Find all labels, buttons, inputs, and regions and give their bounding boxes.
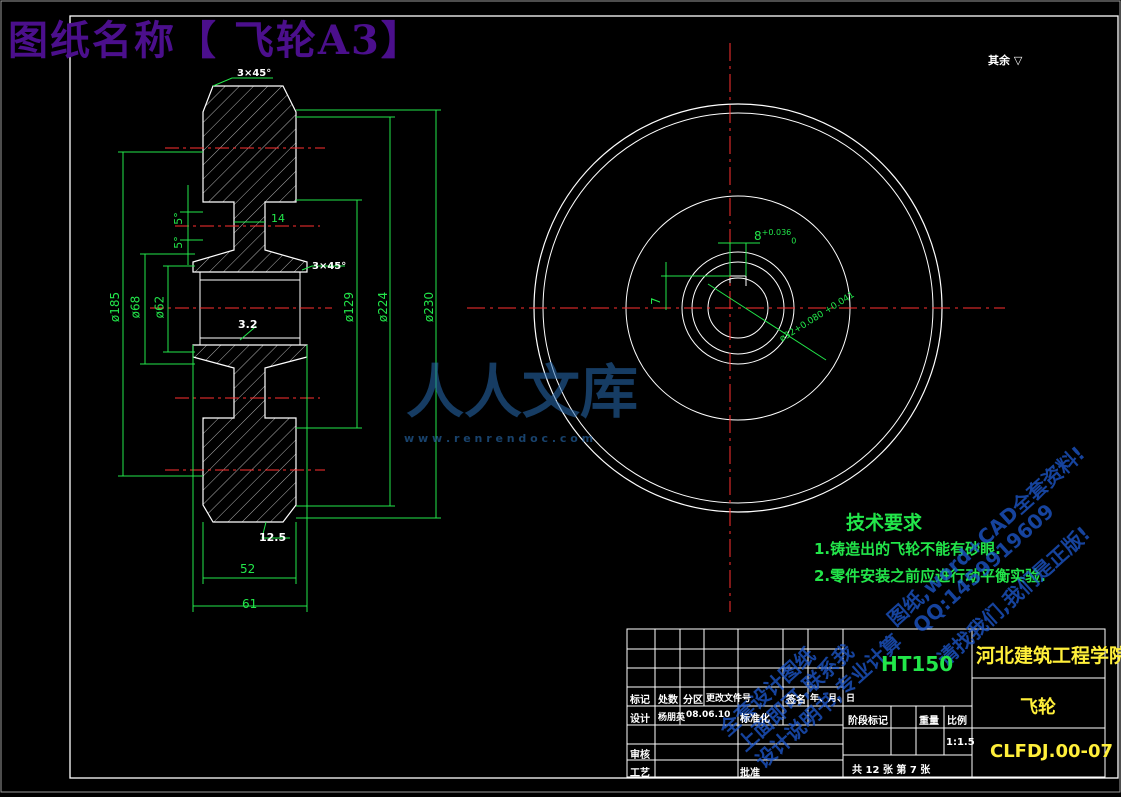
dim-keyway-8: 8+0.0360 xyxy=(754,228,797,246)
rim-top xyxy=(192,85,308,273)
roughness-note: 其余 ▽ xyxy=(988,54,1023,67)
tb-zone: 分区 xyxy=(683,695,703,706)
drawing-title: 图纸名称【 飞轮A3】 xyxy=(8,17,423,64)
dim-dia-224: ø224 xyxy=(376,291,391,323)
tb-std: 标准化 xyxy=(740,714,770,725)
dim-keyway-7: 7 xyxy=(648,297,663,305)
rim-bottom xyxy=(192,344,308,523)
rough-32: 3.2 xyxy=(238,318,258,331)
tb-drawing-no: CLFDJ.00-07 xyxy=(990,741,1114,762)
dim-chamfer-hub: 3×45° xyxy=(312,261,347,272)
tb-sheets: 共 12 张 第 7 张 xyxy=(852,765,931,776)
tb-weight-label: 重量 xyxy=(919,716,939,727)
tech-req-2: 2.零件安装之前应进行动平衡实验. xyxy=(814,567,1046,585)
watermark-brand: 人人文库 xyxy=(406,358,639,426)
dim-dia-185: ø185 xyxy=(108,291,123,323)
dim-width-61: 61 xyxy=(242,597,258,611)
title-block xyxy=(626,628,1106,778)
tb-design: 设计 xyxy=(630,714,650,725)
tb-scale-label: 比例 xyxy=(947,716,967,727)
front-view xyxy=(467,43,1005,612)
tb-material: HT150 xyxy=(881,652,954,676)
dim-dia-230: ø230 xyxy=(422,291,437,323)
tb-approve: 批准 xyxy=(740,768,760,779)
tb-review: 审核 xyxy=(630,750,650,761)
dim-width-52: 52 xyxy=(240,562,256,576)
tb-part-name: 飞轮 xyxy=(1020,697,1056,718)
dim-angle-b: 5° xyxy=(171,236,185,249)
tb-date: 年、月、日 xyxy=(810,694,856,704)
inner-border xyxy=(69,15,1119,779)
tb-sign: 签名 xyxy=(786,695,806,706)
tb-count: 处数 xyxy=(658,695,678,706)
dim-dia-68: ø68 xyxy=(128,295,143,319)
tb-designer: 杨朋英 xyxy=(658,713,686,723)
dim-groove: 14 xyxy=(271,212,285,225)
rough-125: 12.5 xyxy=(259,531,287,544)
tb-std-date: 08.06.10 xyxy=(686,710,731,720)
tech-req-heading: 技术要求 xyxy=(846,512,923,534)
dim-angle-a: 5° xyxy=(171,212,185,225)
tb-school: 河北建筑工程学院 xyxy=(976,645,1121,667)
tb-stage-label: 阶段标记 xyxy=(848,716,888,727)
dim-chamfer-top: 3×45° xyxy=(237,68,272,79)
section-view xyxy=(118,77,441,612)
tb-mark: 标记 xyxy=(630,695,650,706)
dim-dia-62: ø62 xyxy=(152,295,167,319)
tech-req-1: 1.铸造出的飞轮不能有砂眼. xyxy=(814,540,1001,558)
dim-dia-129: ø129 xyxy=(342,291,357,323)
watermark-url: w w w . r e n r e n d o c . c o m xyxy=(404,432,594,445)
tb-process: 工艺 xyxy=(630,768,650,779)
tb-scale: 1:1.5 xyxy=(946,737,975,748)
tb-change-doc: 更改文件号 xyxy=(706,694,752,704)
